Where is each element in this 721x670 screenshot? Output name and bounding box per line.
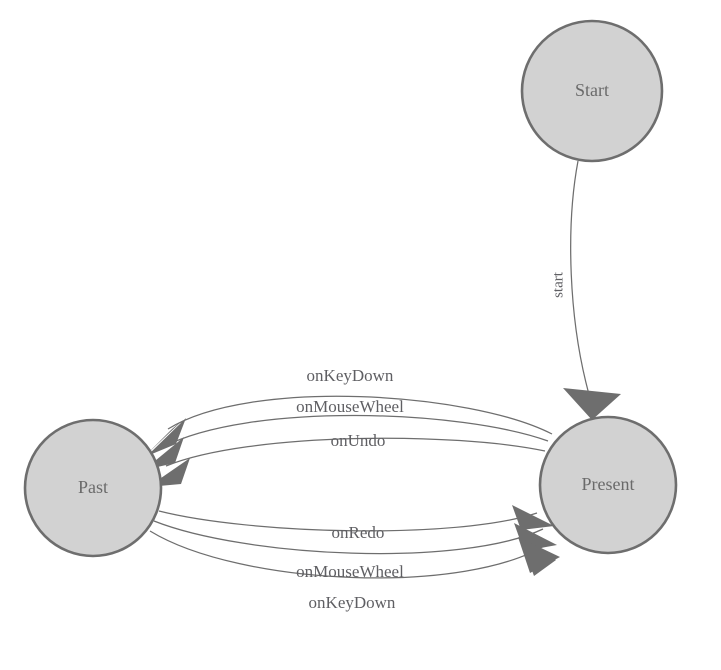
node-present[interactable]: Present bbox=[538, 415, 678, 555]
node-past-label: Past bbox=[78, 477, 108, 497]
node-present-label: Present bbox=[582, 474, 635, 494]
edge-label-onmousewheel-lower: onMouseWheel bbox=[296, 562, 404, 581]
arrowhead-start-present bbox=[563, 388, 621, 420]
edge-path-past-present-3 bbox=[149, 530, 550, 579]
edge-label-onkeydown-lower: onKeyDown bbox=[309, 593, 396, 612]
edge-present-to-past-onkeydown[interactable] bbox=[146, 395, 553, 456]
node-start-label: Start bbox=[575, 80, 609, 100]
edge-path-past-present-2 bbox=[153, 520, 544, 555]
edge-label-onmousewheel-upper: onMouseWheel bbox=[296, 397, 404, 416]
edge-path-present-past-1 bbox=[167, 395, 553, 435]
edge-path-present-past-2 bbox=[162, 414, 549, 448]
edge-path-past-present-1 bbox=[158, 510, 538, 532]
node-past-circle bbox=[23, 418, 163, 558]
edge-label-onredo: onRedo bbox=[332, 523, 385, 542]
edge-start-to-present[interactable]: start bbox=[550, 160, 621, 420]
arrowhead-past-present-1 bbox=[512, 505, 554, 530]
node-past[interactable]: Past bbox=[23, 418, 163, 558]
node-present-circle bbox=[538, 415, 678, 555]
edge-label-start: start bbox=[550, 271, 566, 298]
arrowhead-present-past-1 bbox=[147, 418, 186, 456]
edge-label-onkeydown-upper: onKeyDown bbox=[307, 366, 394, 385]
node-start[interactable]: Start bbox=[520, 19, 664, 163]
arrowhead-past-present-3b bbox=[521, 540, 556, 576]
edge-path-start-present bbox=[570, 160, 591, 399]
edge-past-to-present-onkeydown[interactable] bbox=[149, 530, 560, 579]
edge-past-to-present-onredo[interactable] bbox=[158, 505, 554, 532]
edge-path-present-past-3 bbox=[165, 437, 546, 467]
arrowhead-present-past-1b bbox=[146, 420, 183, 455]
node-start-circle bbox=[520, 19, 664, 163]
edge-label-onundo: onUndo bbox=[331, 431, 386, 450]
